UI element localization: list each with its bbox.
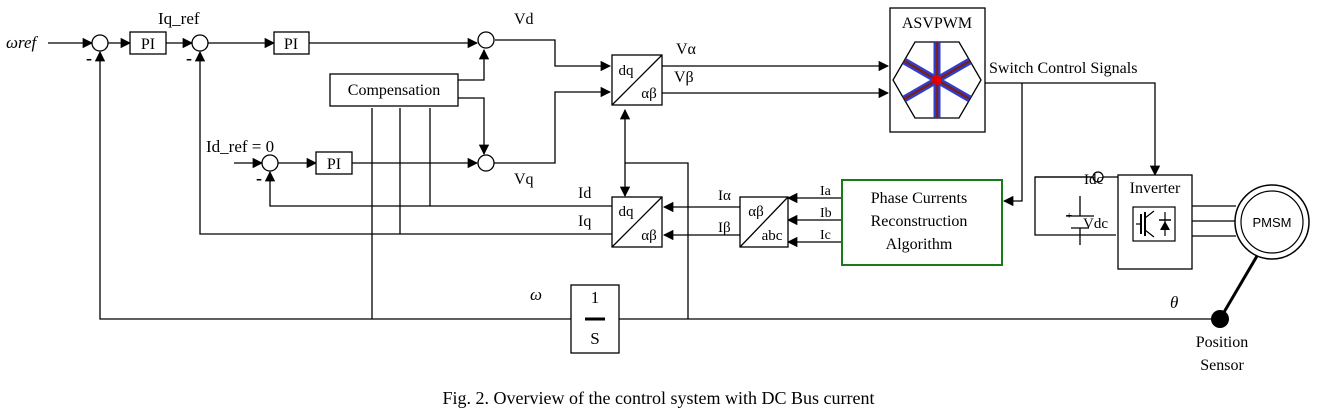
idc-sensor [1092, 171, 1104, 183]
vdc-plus-sign: + [1066, 210, 1072, 222]
svg-text:Phase Currents: Phase Currents [871, 190, 967, 207]
svg-text:αβ: αβ [641, 86, 657, 102]
ic-label: Ic [820, 228, 831, 243]
omega-ref-label: ωref [6, 33, 39, 52]
integrator-block: 1 S [570, 284, 620, 354]
compensation-label: Compensation [348, 82, 440, 99]
vd-label: Vd [514, 11, 534, 28]
omega-label: ω [530, 285, 542, 304]
svg-text:S: S [590, 329, 599, 348]
position-sensor [1211, 255, 1259, 328]
hex-spoke-core [936, 59, 971, 82]
ib-label: Ib [820, 206, 832, 221]
pmsm-motor: PMSM [1234, 184, 1310, 260]
vdc-label: Vdc [1083, 216, 1108, 232]
hex-spoke-core [903, 59, 938, 82]
iq-pi-block [273, 31, 310, 55]
svg-text:αβ: αβ [641, 228, 657, 244]
asvpwm-block: ASVPWM [889, 7, 986, 133]
i-alpha-label: Iα [718, 188, 731, 204]
id-pi-label: PI [327, 156, 341, 173]
ia-label: Ia [820, 184, 832, 199]
speed-pi-block [129, 31, 167, 55]
compensation-block [329, 73, 459, 107]
signal-labels: ωref Iq_ref Id_ref = 0 Vd Vq Vα Vβ Id Iq… [6, 9, 1248, 374]
v-alpha-label: Vα [676, 41, 697, 58]
sensor-label-line2: Sensor [1200, 357, 1244, 374]
svg-text:Algorithm: Algorithm [886, 236, 953, 253]
theta-label: θ [1170, 293, 1178, 312]
inverse-park-block: dq αβ [611, 54, 663, 106]
iq-label: Iq [578, 213, 591, 230]
svg-text:αβ: αβ [748, 204, 764, 220]
control-block-diagram: PI PI PI Compensation dq αβ dq αβ αβ abc… [6, 7, 1310, 374]
reconstruction-block: Phase Currents Reconstruction Algorithm [841, 179, 1003, 266]
speed-feedback-wire [94, 50, 1220, 320]
vq-label: Vq [514, 171, 534, 188]
igbt-icon [1132, 206, 1176, 242]
vq-sum-junction [477, 154, 495, 172]
speed-pi-label: PI [141, 36, 155, 53]
iq-error-junction [191, 34, 209, 52]
signal-wires [48, 37, 1236, 320]
svg-text:dq: dq [619, 204, 635, 220]
id-pi-block [315, 151, 353, 175]
id-error-junction [261, 154, 279, 172]
svg-text:Reconstruction: Reconstruction [871, 213, 968, 230]
space-vector-hexagon-icon [892, 41, 982, 119]
speed-minus-sign: - [86, 48, 92, 68]
iq-ref-label: Iq_ref [158, 9, 200, 28]
svg-text:abc: abc [762, 228, 783, 244]
id-feedback-wire [264, 170, 612, 207]
vd-sum-junction [477, 31, 495, 49]
hex-spoke-core [903, 78, 938, 101]
svg-text:1: 1 [591, 288, 600, 307]
hex-spoke-core [936, 78, 971, 101]
figure-caption: Fig. 2. Overview of the control system w… [442, 388, 875, 408]
pmsm-label: PMSM [1253, 215, 1292, 230]
id-ref-label: Id_ref = 0 [206, 137, 274, 156]
park-block: dq αβ [611, 196, 663, 248]
sensor-label-line1: Position [1196, 334, 1248, 351]
iq-feedback-wire [194, 50, 612, 235]
id-minus-sign: - [256, 168, 262, 188]
idc-label: Idc [1084, 172, 1103, 188]
switch-control-signals-label: Switch Control Signals [989, 60, 1137, 77]
v-beta-label: Vβ [674, 69, 694, 86]
summing-junctions [91, 31, 1104, 183]
iq-minus-sign: - [186, 48, 192, 68]
clarke-block: αβ abc [739, 196, 789, 248]
svg-text:dq: dq [619, 63, 635, 79]
inverter-block: Inverter [1117, 174, 1193, 270]
switch-signal-wire [985, 82, 1161, 177]
speed-error-junction [91, 34, 109, 52]
asvpwm-label: ASVPWM [902, 15, 972, 32]
id-label: Id [578, 185, 591, 202]
i-beta-label: Iβ [718, 220, 731, 236]
iq-pi-label: PI [284, 36, 298, 53]
inverter-label: Inverter [1130, 180, 1181, 197]
